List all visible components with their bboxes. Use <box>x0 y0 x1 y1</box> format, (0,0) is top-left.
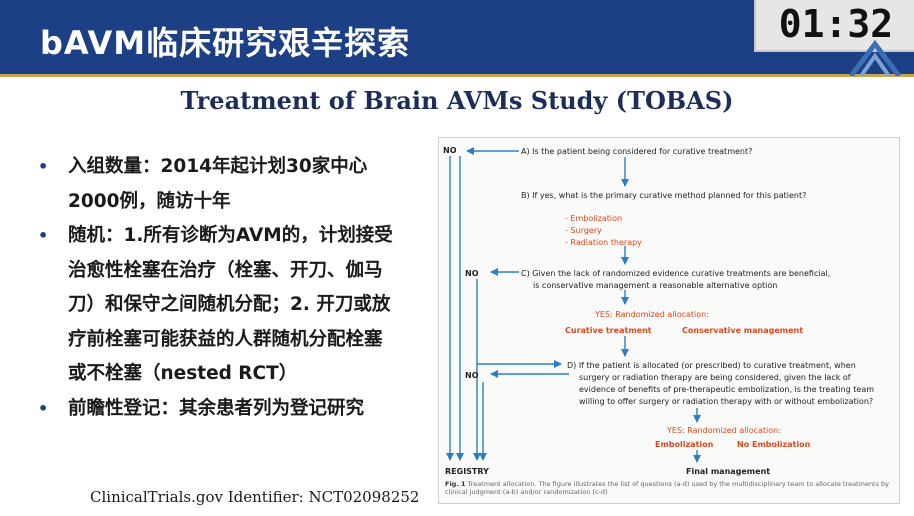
question-a: A) Is the patient being considered for c… <box>521 147 752 156</box>
tobas-flowchart: NO A) Is the patient being considered fo… <box>438 137 900 504</box>
arm-no-embolization: No Embolization <box>737 440 811 449</box>
question-d-line-3: evidence of benefits of pre-therapeutic … <box>579 385 874 394</box>
bullet-item-enrollment: • 入组数量：2014年起计划30家中心 2000例，随访十年 <box>38 150 418 219</box>
timer: 01:32 <box>778 2 894 46</box>
label-no-d: NO <box>465 371 479 380</box>
bullet-line: 刀）和保守之间随机分配；2. 开刀或放 <box>68 294 391 315</box>
header-title: bAVM临床研究艰辛探索 <box>40 24 411 62</box>
question-d-line-1: D) If the patient is allocated (or presc… <box>567 361 856 370</box>
label-registry: REGISTRY <box>445 467 489 476</box>
bullet-line: 2000例，随访十年 <box>68 190 231 212</box>
hospital-logo-icon <box>849 40 901 76</box>
bullet-line: 前瞻性登记：其余患者列为登记研究 <box>68 397 365 419</box>
question-b: B) If yes, what is the primary curative … <box>521 191 806 200</box>
bullet-line: 疗前栓塞可能获益的人群随机分配栓塞 <box>68 328 383 350</box>
bullet-item-randomization: • 随机：1.所有诊断为AVM的，计划接受 治愈性栓塞在治疗（栓塞、开刀、伽马 … <box>38 219 418 392</box>
label-no-top: NO <box>443 146 457 155</box>
header-divider <box>0 74 914 77</box>
bullet-line: 入组数量：2014年起计划30家中心 <box>68 156 368 177</box>
label-yes-c: YES: Randomized allocation: <box>594 310 709 319</box>
slide-title: Treatment of Brain AVMs Study (TOBAS) <box>180 86 734 115</box>
option-surgery: - Surgery <box>565 226 602 235</box>
question-c-line-2: is conservative management a reasonable … <box>533 281 777 290</box>
arm-conservative: Conservative management <box>682 326 803 335</box>
bullet-item-registry: • 前瞻性登记：其余患者列为登记研究 <box>38 392 418 427</box>
caption-text: Treatment allocation. The figure illustr… <box>445 480 890 496</box>
arm-curative: Curative treatment <box>565 326 652 335</box>
option-radiation: - Radiation therapy <box>565 238 642 247</box>
timer-box: 01:32 <box>754 0 914 52</box>
bullet-line: 随机：1.所有诊断为AVM的，计划接受 <box>68 225 393 246</box>
bullet-dot-icon: • <box>38 157 49 176</box>
bullet-line: 或不栓塞（nested RCT） <box>68 363 298 384</box>
label-yes-d: YES: Randomized allocation: <box>666 426 781 435</box>
question-c-line-1: C) Given the lack of randomized evidence… <box>521 269 830 278</box>
label-no-c: NO <box>465 269 479 278</box>
bullet-dot-icon: • <box>38 398 49 418</box>
figure-caption: Fig. 1 Treatment allocation. The figure … <box>445 480 893 496</box>
arm-embolization: Embolization <box>655 440 714 449</box>
bullet-dot-icon: • <box>38 226 49 245</box>
bullet-line: 治愈性栓塞在治疗（栓塞、开刀、伽马 <box>68 259 383 281</box>
question-d-line-4: willing to offer surgery or radiation th… <box>579 397 873 406</box>
option-embolization: - Embolization <box>565 214 622 223</box>
label-final-management: Final management <box>686 467 770 476</box>
flowchart-diagram: NO A) Is the patient being considered fo… <box>443 146 874 476</box>
question-d-line-2: surgery or radiation therapy are being c… <box>579 373 851 382</box>
bullet-list: • 入组数量：2014年起计划30家中心 2000例，随访十年 • 随机：1.所… <box>38 150 418 426</box>
trial-identifier: ClinicalTrials.gov Identifier: NCT020982… <box>90 488 420 506</box>
caption-label: Fig. 1 <box>445 480 466 488</box>
